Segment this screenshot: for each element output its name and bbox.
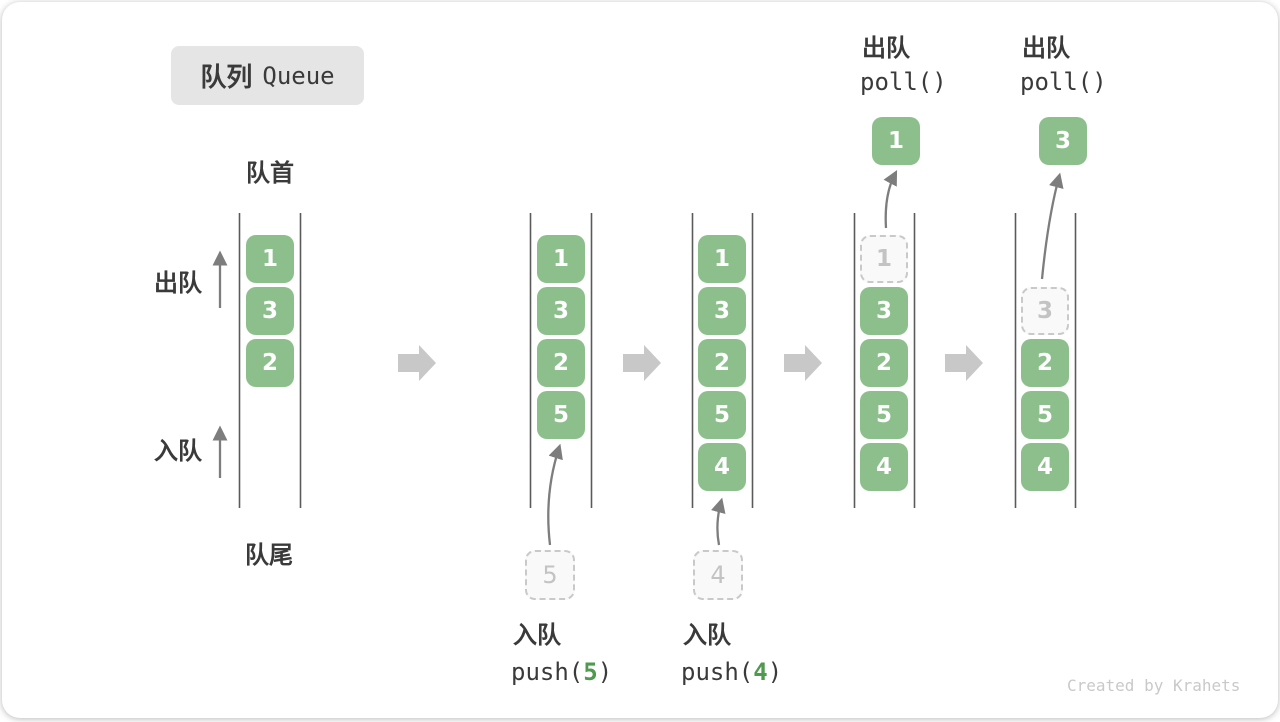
- queue-cell: 5: [698, 391, 746, 439]
- queue-cell: 5: [1021, 391, 1069, 439]
- queue-cell: 4: [860, 443, 908, 491]
- polled-cell: 1: [872, 117, 920, 165]
- op-label: 出队: [862, 33, 910, 63]
- queue-cell: 2: [537, 339, 585, 387]
- pending-enqueue-cell: 4: [693, 550, 743, 600]
- queue-cell: 1: [246, 235, 294, 283]
- queue-cell: 4: [1021, 443, 1069, 491]
- queue-cell: 5: [860, 391, 908, 439]
- queue-cell: 1: [698, 235, 746, 283]
- queue-cell: 2: [860, 339, 908, 387]
- push5-curved-arrow-icon: [548, 448, 559, 545]
- label-queue-front: 队首: [246, 158, 294, 188]
- polled-cell: 3: [1039, 117, 1087, 165]
- label-dequeue-side: 出队: [154, 268, 202, 298]
- queue-cell: 4: [698, 443, 746, 491]
- code-close: ): [768, 658, 782, 686]
- queue-cell: 2: [1021, 339, 1069, 387]
- op-code: push(5): [511, 657, 612, 687]
- op-code: poll(): [1020, 67, 1107, 97]
- queue-cell: 2: [246, 339, 294, 387]
- pending-enqueue-cell: 5: [525, 550, 575, 600]
- code-close: ): [598, 658, 612, 686]
- queue-column-walls: [240, 213, 1076, 508]
- code-open: push(: [511, 658, 583, 686]
- op-label: 出队: [1022, 33, 1070, 63]
- queue-cell: 3: [860, 287, 908, 335]
- queue-cell: 3: [537, 287, 585, 335]
- push4-curved-arrow-icon: [717, 502, 721, 545]
- queue-cell: 5: [537, 391, 585, 439]
- op-label: 入队: [683, 620, 731, 650]
- label-enqueue-side: 入队: [154, 436, 202, 466]
- ghost-cell: 3: [1021, 287, 1069, 335]
- queue-cell: 2: [698, 339, 746, 387]
- label-queue-rear: 队尾: [245, 540, 293, 570]
- op-code: push(4): [681, 657, 782, 687]
- title-zh: 队列: [200, 57, 252, 94]
- queue-cell: 3: [246, 287, 294, 335]
- poll3-curved-arrow-icon: [1042, 177, 1059, 279]
- op-label: 入队: [513, 620, 561, 650]
- queue-cell: 1: [537, 235, 585, 283]
- code-arg: 4: [753, 658, 767, 686]
- op-code: poll(): [860, 67, 947, 97]
- ghost-cell: 1: [860, 235, 908, 283]
- title-en: Queue: [262, 62, 334, 90]
- poll1-curved-arrow-icon: [886, 174, 895, 228]
- code-arg: 5: [583, 658, 597, 686]
- watermark: Created by Krahets: [1067, 676, 1240, 695]
- queue-cell: 3: [698, 287, 746, 335]
- code-open: push(: [681, 658, 753, 686]
- title-badge: 队列 Queue: [171, 46, 364, 105]
